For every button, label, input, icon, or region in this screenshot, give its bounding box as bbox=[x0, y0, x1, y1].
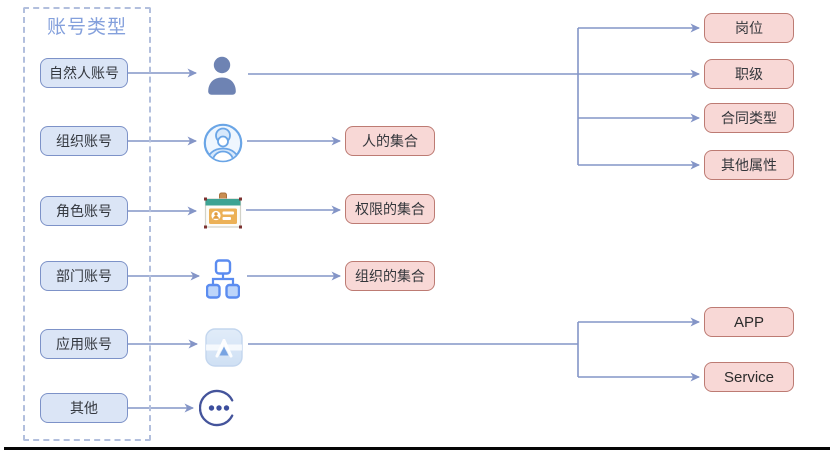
account-node-label: 角色账号 bbox=[56, 203, 112, 219]
attribute-node-label: 合同类型 bbox=[721, 110, 777, 126]
account-node-role[interactable]: 角色账号 bbox=[40, 196, 128, 226]
person-icon[interactable] bbox=[205, 55, 239, 95]
account-node-organization[interactable]: 组织账号 bbox=[40, 126, 128, 156]
attribute-node-label: Service bbox=[723, 368, 775, 386]
attribute-node-label: 职级 bbox=[735, 66, 763, 82]
attribute-node-label: 岗位 bbox=[735, 20, 763, 36]
attribute-node-label: 其他属性 bbox=[721, 157, 777, 173]
account-type-panel bbox=[23, 7, 151, 441]
account-node-application[interactable]: 应用账号 bbox=[40, 329, 128, 359]
account-node-label: 应用账号 bbox=[56, 336, 112, 352]
collection-node-people[interactable]: 人的集合 bbox=[345, 126, 435, 156]
collection-node-label: 权限的集合 bbox=[355, 201, 425, 217]
attribute-node-service[interactable]: Service bbox=[704, 362, 794, 392]
badge-icon[interactable] bbox=[204, 192, 242, 234]
collection-node-label: 组织的集合 bbox=[355, 268, 425, 284]
collection-node-label: 人的集合 bbox=[362, 133, 418, 149]
attribute-node-rank[interactable]: 职级 bbox=[704, 59, 794, 89]
app-icon[interactable] bbox=[205, 327, 243, 368]
attribute-node-post[interactable]: 岗位 bbox=[704, 13, 794, 43]
account-node-label: 其他 bbox=[70, 400, 98, 416]
account-node-department[interactable]: 部门账号 bbox=[40, 261, 128, 291]
collection-node-organizations[interactable]: 组织的集合 bbox=[345, 261, 435, 291]
account-node-label: 自然人账号 bbox=[49, 65, 119, 81]
bottom-divider bbox=[4, 447, 830, 450]
account-node-natural-person[interactable]: 自然人账号 bbox=[40, 58, 128, 88]
attribute-node-label: APP bbox=[733, 313, 764, 331]
ellipsis-icon[interactable] bbox=[199, 388, 239, 428]
attribute-node-other-attr[interactable]: 其他属性 bbox=[704, 150, 794, 180]
account-node-other[interactable]: 其他 bbox=[40, 393, 128, 423]
attribute-node-contract[interactable]: 合同类型 bbox=[704, 103, 794, 133]
account-node-label: 部门账号 bbox=[56, 268, 112, 284]
account-node-label: 组织账号 bbox=[56, 133, 112, 149]
attribute-node-app[interactable]: APP bbox=[704, 307, 794, 337]
collection-node-permissions[interactable]: 权限的集合 bbox=[345, 194, 435, 224]
group-icon[interactable] bbox=[203, 123, 243, 163]
account-type-panel-title: 账号类型 bbox=[46, 17, 127, 38]
org-chart-icon[interactable] bbox=[206, 259, 240, 301]
